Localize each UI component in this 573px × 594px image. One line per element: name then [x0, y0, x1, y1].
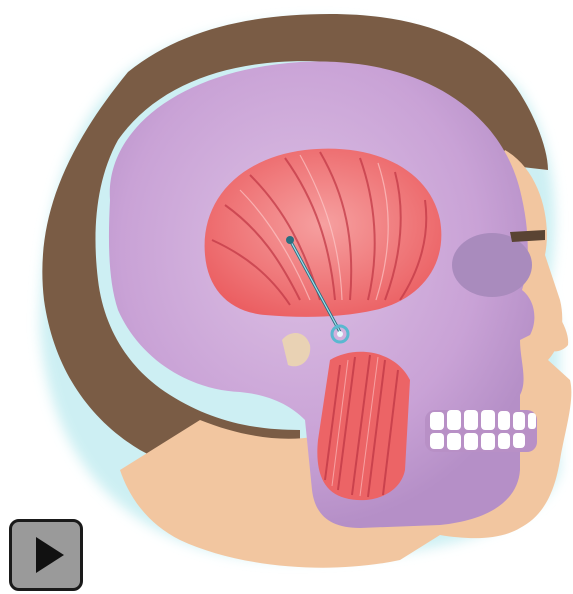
- eye-socket: [452, 233, 532, 297]
- masseter-muscle: [317, 352, 410, 500]
- play-button[interactable]: [9, 519, 83, 591]
- play-icon: [12, 522, 80, 588]
- teeth: [425, 410, 537, 452]
- eyebrow: [510, 230, 545, 242]
